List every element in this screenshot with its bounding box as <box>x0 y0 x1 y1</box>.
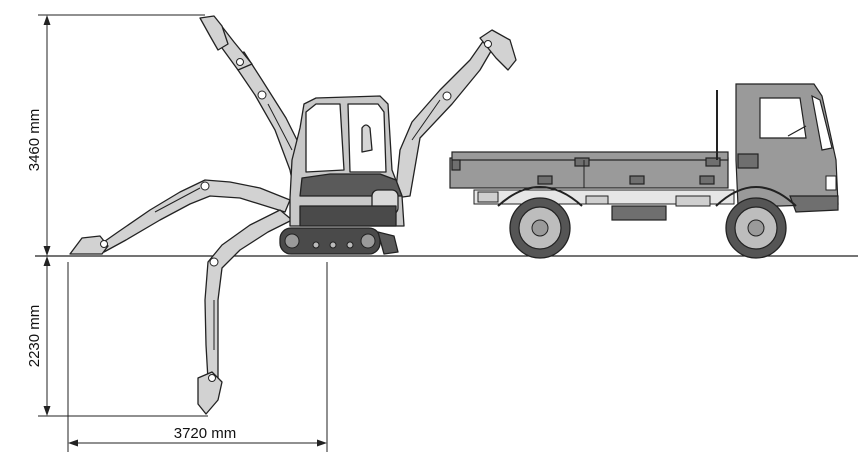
depth-arrow-top <box>43 256 51 266</box>
arm-raised-up <box>199 15 309 201</box>
reach-arrow-left <box>68 439 78 447</box>
depth-arrow-bottom <box>43 406 51 416</box>
dimension-lines <box>35 14 858 452</box>
dump-truck <box>449 83 839 259</box>
excavator-tracks <box>279 227 399 255</box>
reach-label: 3720 mm <box>174 425 237 442</box>
excavator <box>69 15 517 415</box>
height-arrow-top <box>43 15 51 25</box>
truck-flatbed <box>449 90 729 189</box>
arm-extended-left <box>69 179 291 255</box>
arm-raised-right <box>394 29 517 199</box>
truck-cab <box>735 83 839 213</box>
truck-front-wheel <box>715 186 797 259</box>
truck-rear-wheel <box>497 186 583 259</box>
excavator-body <box>289 95 405 227</box>
depth-label: 2230 mm <box>26 305 43 368</box>
reach-arrow-right <box>317 439 327 447</box>
arm-digging-down <box>197 209 293 415</box>
height-arrow-bottom <box>43 246 51 256</box>
height-label: 3460 mm <box>26 109 43 172</box>
